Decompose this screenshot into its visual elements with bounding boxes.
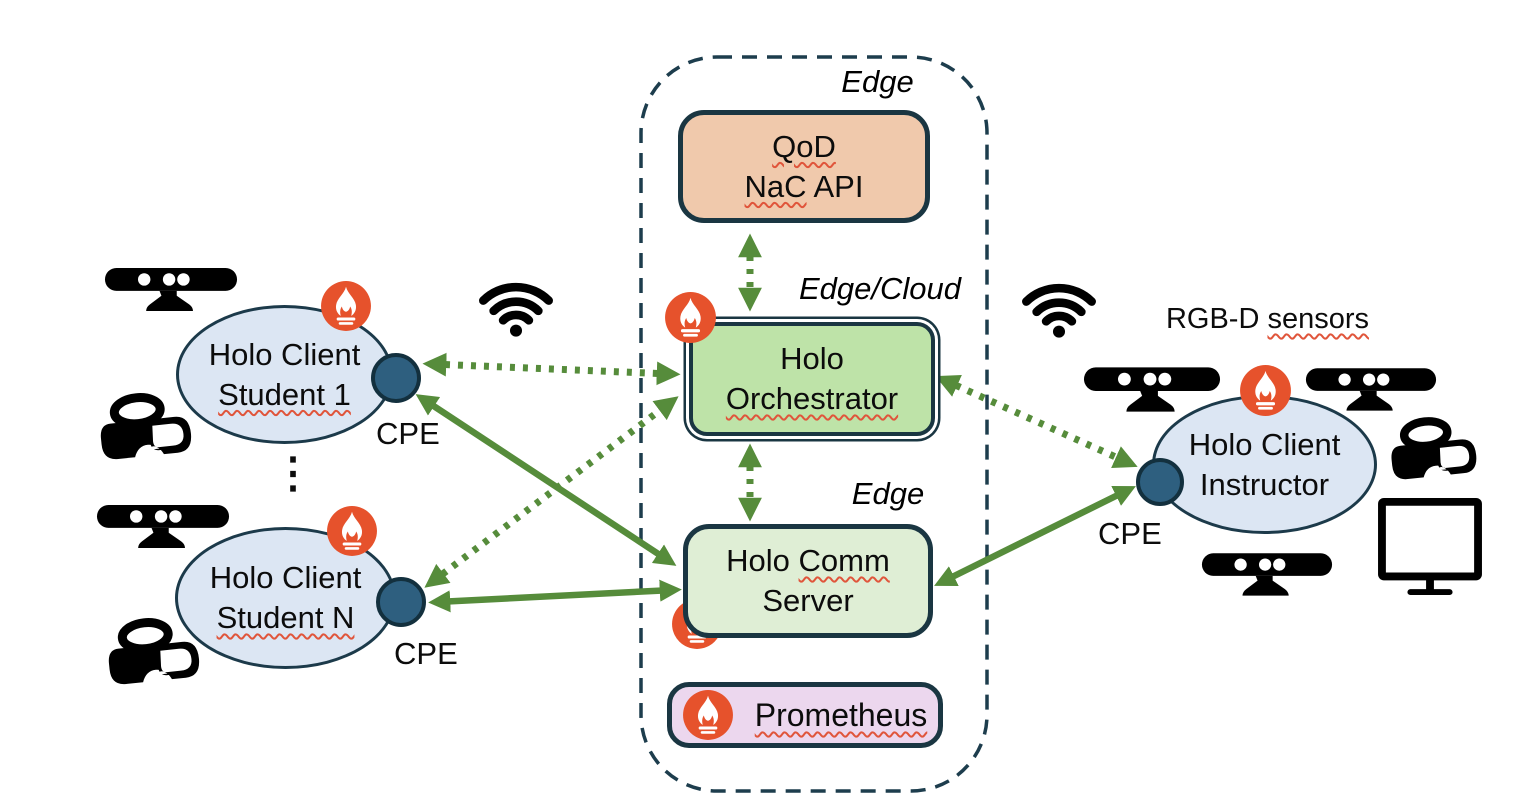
arrow-studentN-commserver [428, 579, 682, 613]
orchestrator-line2: Orchestrator [725, 381, 899, 416]
wifi-icon [1016, 270, 1102, 340]
studentN-line2: Student N [216, 600, 355, 635]
rgbd-sensors-label: RGB-D sensors [1165, 303, 1370, 335]
instructor-line1: Holo Client [1188, 426, 1341, 462]
vr-headset-icon [92, 387, 199, 467]
node-holo-client-studentN: Holo Client Student N [175, 527, 396, 669]
zone-label-edge-cloud: Edge/Cloud [798, 271, 961, 306]
commserver-line1: Holo Comm [726, 543, 890, 578]
kinect-icon [104, 266, 238, 312]
prometheus-icon [664, 291, 717, 344]
commserver-line2: Server [762, 583, 854, 618]
cpe-node-student1 [371, 353, 421, 403]
node-qod-nac-api: QoD NaC API [678, 110, 930, 223]
prometheus-icon [326, 505, 378, 557]
node-prometheus: Prometheus [667, 682, 943, 748]
arrow-student1-commserver [415, 394, 677, 566]
cpe-node-instructor [1136, 458, 1184, 506]
kinect-icon [96, 503, 230, 549]
cpe-label-instructor: CPE [1098, 516, 1162, 551]
arrow-student1-orchestrator [422, 352, 681, 386]
node-holo-orchestrator: Holo Orchestrator [689, 322, 935, 436]
kinect-icon [1201, 551, 1333, 597]
zone-label-edge-top: Edge [841, 64, 914, 99]
arrow-commserver-instructor [934, 485, 1136, 587]
kinect-icon [1305, 366, 1437, 412]
wifi-icon [473, 269, 559, 339]
vr-headset-icon [1383, 411, 1483, 486]
kinect-icon [1083, 366, 1221, 412]
zone-label-edge-mid: Edge [851, 476, 925, 511]
instructor-line2: Instructor [1199, 466, 1330, 502]
cpe-label-studentN: CPE [394, 636, 458, 671]
orchestrator-line1: Holo [780, 341, 844, 376]
monitor-icon [1375, 496, 1485, 596]
node-holo-client-instructor: Holo Client Instructor [1152, 395, 1377, 534]
prometheus-icon [1239, 364, 1292, 417]
node-holo-comm-server: Holo Comm Server [683, 524, 933, 638]
prometheus-icon [320, 280, 372, 332]
node-holo-client-student1: Holo Client Student 1 [176, 305, 393, 444]
more-students-ellipsis: ⋮ [272, 449, 314, 496]
qod-line1: QoD [772, 128, 836, 164]
studentN-line1: Holo Client [209, 560, 362, 595]
cpe-label-student1: CPE [376, 416, 440, 451]
qod-line2: NaC API [744, 168, 864, 204]
cpe-node-studentN [376, 577, 426, 627]
student1-line1: Holo Client [208, 336, 361, 372]
prometheus-label: Prometheus [754, 697, 928, 733]
student1-line2: Student 1 [218, 376, 351, 412]
prometheus-icon [682, 689, 734, 741]
vr-headset-icon [100, 612, 207, 692]
